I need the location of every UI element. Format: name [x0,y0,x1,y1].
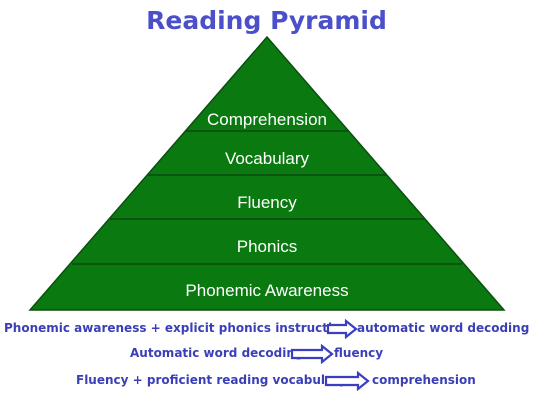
reading-pyramid: Comprehension Vocabulary Fluency Phonics… [28,35,506,311]
right-arrow-icon [324,371,370,391]
relation-from: Automatic word decoding [130,346,304,360]
diagram-title: Reading Pyramid [146,6,387,35]
layer-vocabulary: Vocabulary [225,149,310,168]
relation-to: fluency [334,346,384,360]
relation-to: comprehension [372,373,476,387]
relation-from: Fluency + proficient reading vocabulary [76,373,347,387]
relation-from: Phonemic awareness + explicit phonics in… [4,321,349,335]
relation-row: Phonemic awareness + explicit phonics in… [0,318,533,340]
right-arrow-icon [326,319,358,339]
pyramid-shape [28,35,506,311]
layer-comprehension: Comprehension [207,110,327,129]
relation-row: Automatic word decoding fluency [0,343,533,365]
right-arrow-icon [290,344,334,364]
relation-to: automatic word decoding [357,321,530,335]
relation-row: Fluency + proficient reading vocabulary … [0,370,533,392]
layer-fluency: Fluency [237,193,297,212]
layer-phonics: Phonics [237,237,297,256]
layer-phonemic-awareness: Phonemic Awareness [185,281,348,300]
